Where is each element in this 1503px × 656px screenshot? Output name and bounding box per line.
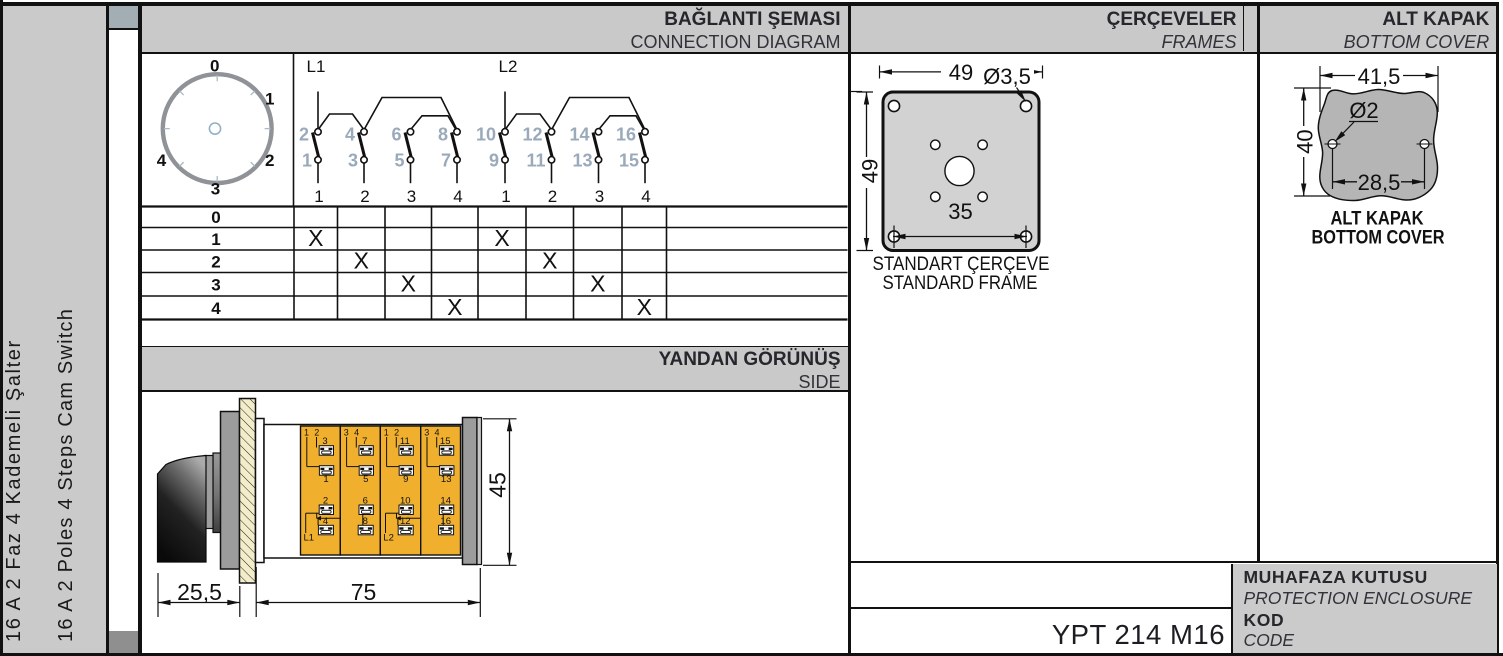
- svg-text:X: X: [354, 247, 369, 273]
- svg-text:X: X: [308, 225, 323, 251]
- svg-text:10: 10: [400, 496, 411, 507]
- svg-text:45: 45: [485, 472, 511, 498]
- svg-text:15: 15: [440, 436, 451, 447]
- svg-text:4: 4: [323, 516, 328, 527]
- svg-text:1: 1: [304, 428, 309, 438]
- svg-text:40: 40: [1293, 129, 1318, 153]
- svg-text:0: 0: [210, 56, 219, 75]
- svg-text:6: 6: [391, 125, 401, 145]
- svg-text:1: 1: [501, 187, 510, 206]
- svg-text:35: 35: [948, 199, 972, 224]
- svg-text:BOTTOM COVER: BOTTOM COVER: [1312, 228, 1445, 249]
- svg-text:STANDARD FRAME: STANDARD FRAME: [883, 273, 1038, 294]
- svg-text:L1: L1: [307, 57, 326, 76]
- svg-text:STANDART ÇERÇEVE: STANDART ÇERÇEVE: [873, 254, 1050, 275]
- svg-text:1: 1: [302, 151, 312, 171]
- svg-text:3: 3: [595, 187, 604, 206]
- svg-text:2: 2: [299, 125, 309, 145]
- svg-text:16: 16: [440, 516, 451, 527]
- svg-text:4: 4: [345, 125, 355, 145]
- svg-text:2: 2: [360, 187, 369, 206]
- svg-text:1: 1: [384, 428, 389, 438]
- svg-text:4: 4: [211, 299, 221, 318]
- svg-text:75: 75: [351, 579, 377, 605]
- svg-text:X: X: [494, 225, 509, 251]
- svg-text:4: 4: [157, 151, 167, 170]
- svg-text:3: 3: [407, 187, 416, 206]
- svg-text:4: 4: [434, 428, 439, 438]
- svg-text:Ø3,5: Ø3,5: [983, 64, 1031, 89]
- svg-text:25,5: 25,5: [177, 579, 222, 605]
- svg-text:X: X: [637, 294, 652, 320]
- svg-text:14: 14: [569, 125, 589, 145]
- svg-text:X: X: [590, 270, 605, 296]
- svg-text:0: 0: [211, 208, 220, 227]
- svg-text:12: 12: [522, 125, 542, 145]
- svg-text:49: 49: [858, 159, 883, 183]
- svg-text:8: 8: [438, 125, 448, 145]
- svg-text:3: 3: [424, 428, 429, 438]
- svg-text:11: 11: [400, 436, 410, 447]
- svg-text:1: 1: [323, 474, 328, 485]
- svg-text:12: 12: [400, 516, 411, 527]
- svg-text:49: 49: [949, 60, 973, 85]
- svg-text:13: 13: [572, 151, 592, 171]
- svg-text:2: 2: [394, 428, 399, 438]
- svg-text:X: X: [542, 247, 557, 273]
- svg-text:2: 2: [211, 252, 220, 271]
- svg-text:2: 2: [323, 496, 328, 507]
- svg-text:14: 14: [440, 496, 451, 507]
- svg-text:1: 1: [314, 187, 323, 206]
- svg-text:L2: L2: [499, 57, 518, 76]
- svg-text:9: 9: [403, 474, 408, 485]
- svg-text:3: 3: [348, 151, 358, 171]
- svg-text:13: 13: [441, 474, 452, 485]
- svg-text:L2: L2: [383, 533, 394, 544]
- svg-text:2: 2: [314, 428, 319, 438]
- svg-text:8: 8: [363, 516, 368, 527]
- svg-text:Ø2: Ø2: [1349, 98, 1378, 123]
- svg-text:4: 4: [453, 187, 462, 206]
- svg-text:L1: L1: [304, 533, 315, 544]
- svg-text:5: 5: [394, 151, 404, 171]
- svg-text:7: 7: [362, 436, 367, 447]
- svg-text:3: 3: [344, 428, 349, 438]
- svg-text:28,5: 28,5: [1358, 170, 1401, 195]
- svg-text:4: 4: [641, 187, 650, 206]
- svg-text:X: X: [401, 270, 416, 296]
- svg-text:X: X: [447, 294, 462, 320]
- svg-text:5: 5: [363, 474, 368, 485]
- svg-text:3: 3: [322, 436, 327, 447]
- svg-text:ALT KAPAK: ALT KAPAK: [1331, 209, 1424, 230]
- svg-text:1: 1: [211, 230, 220, 249]
- svg-text:41,5: 41,5: [1358, 64, 1401, 89]
- svg-text:3: 3: [211, 275, 220, 294]
- svg-text:7: 7: [441, 151, 451, 171]
- svg-text:6: 6: [363, 496, 368, 507]
- svg-text:11: 11: [526, 151, 545, 171]
- svg-text:10: 10: [476, 125, 496, 145]
- svg-text:2: 2: [548, 187, 557, 206]
- svg-text:4: 4: [354, 428, 359, 438]
- svg-text:2: 2: [265, 151, 274, 170]
- svg-text:9: 9: [489, 151, 499, 171]
- svg-text:15: 15: [619, 151, 639, 171]
- svg-text:1: 1: [265, 90, 274, 109]
- svg-text:3: 3: [211, 180, 220, 199]
- svg-text:16: 16: [616, 125, 636, 145]
